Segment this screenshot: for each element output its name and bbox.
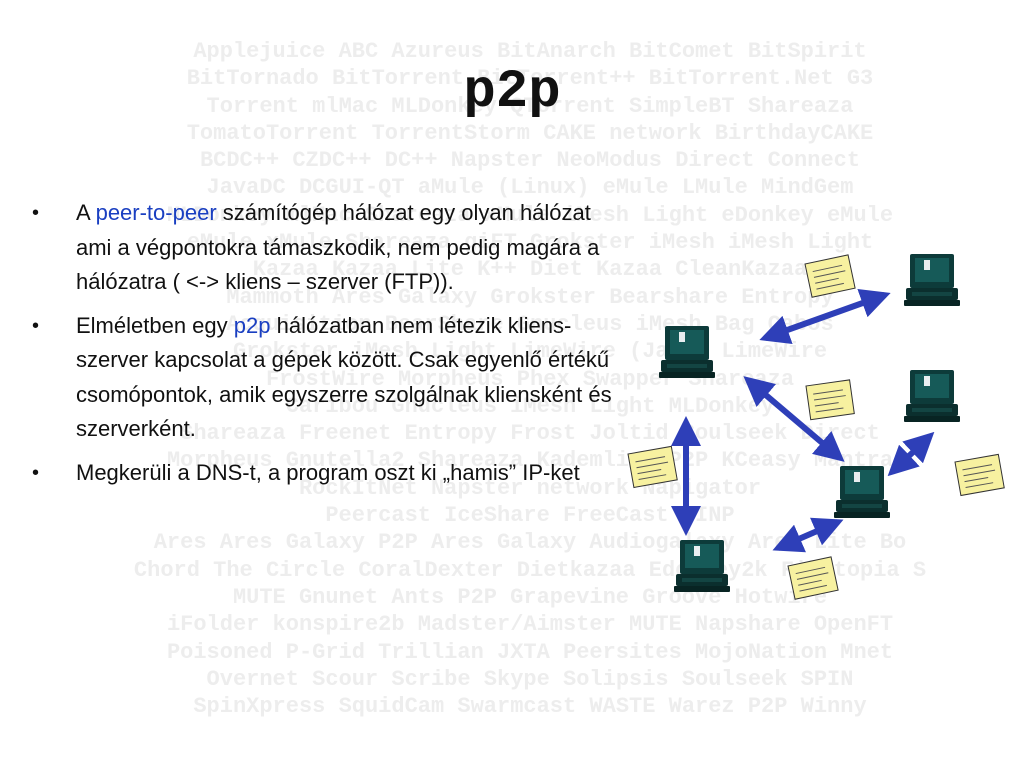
- watermark-line: BitTornado BitTorrent BitTorrent++ BitTo…: [186, 66, 874, 92]
- slide-title: p2p: [463, 62, 561, 123]
- bullet-item: • Elméletben egy p2p hálózatban nem léte…: [30, 309, 620, 447]
- watermark-line: Applejuice ABC Azureus BitAnarch BitCome…: [193, 39, 867, 64]
- bullet-highlight: p2p: [233, 312, 271, 338]
- bullet-list: • A peer-to-peer számítógép hálózat egy …: [30, 196, 620, 499]
- file-note-icon: [787, 556, 839, 600]
- watermark-line: Poisoned P-Grid Trillian JXTA Peersites …: [166, 639, 894, 665]
- bullet-text: A: [76, 200, 96, 225]
- desktop-computer-icon: [659, 326, 715, 378]
- watermark-line: JavaDC DCGUI-QT aMule (Linux) eMule LMul…: [206, 175, 854, 201]
- bullet-text: Megkerüli a DNS-t, a program oszt ki „ha…: [76, 459, 580, 485]
- bullet-marker: •: [32, 202, 40, 224]
- watermark-line: eMule xMule Shareaza giFT Grokster iMesh…: [186, 230, 874, 256]
- background-client-list: Applejuice ABC Azureus BitAnarch BitCome…: [40, 38, 1020, 720]
- watermark-line: MLDonkey mlMac Shareaza xMule iMesh Ligh…: [166, 202, 894, 228]
- desktop-computer-icon: [904, 370, 960, 422]
- connection-arrow: [743, 376, 845, 462]
- file-note-icon: [804, 254, 856, 298]
- connection-arrow: [772, 517, 844, 553]
- watermark-line: Caribou Gnucleus iMesh Light MLDonkey: [285, 393, 775, 419]
- bullet-text: számítógép hálózat egy olyan hálózat ami…: [76, 200, 600, 294]
- connection-arrow: [759, 288, 891, 345]
- desktop-computer-icon: [834, 466, 890, 518]
- desktop-computer-icon: [904, 254, 960, 306]
- watermark-line: Overnet Scour Scribe Skype Solipsis Soul…: [206, 666, 854, 692]
- watermark-line: Grokster iMesh Light LimeWire (Java) Lim…: [232, 339, 828, 365]
- bullet-text: Elméletben egy: [76, 312, 234, 338]
- connection-arrow: [887, 431, 935, 477]
- watermark-line: BCDC++ CZDC++ DC++ Napster NeoModus Dire…: [199, 148, 861, 174]
- bullet-item: • A peer-to-peer számítógép hálózat egy …: [30, 196, 620, 300]
- file-note-icon: [805, 379, 855, 421]
- bullet-item: • Megkerüli a DNS-t, a program oszt ki „…: [30, 456, 620, 491]
- watermark-line: TomatoTorrent TorrentStorm CAKE network …: [186, 120, 874, 146]
- bullet-highlight: peer-to-peer: [95, 200, 217, 225]
- watermark-line: iFolder konspire2b Madster/Aimster MUTE …: [166, 612, 894, 638]
- file-note-icon: [954, 453, 1005, 496]
- bullet-marker: •: [32, 461, 40, 484]
- watermark-line: Torrent mlMac MLDonkey QTorrent SimpleBT…: [206, 93, 854, 119]
- p2p-network-diagram: [627, 254, 1005, 600]
- desktop-computer-icon: [674, 540, 730, 592]
- watermark-line: Kazaa Kazaa Lite K++ Diet Kazaa CleanKaz…: [252, 257, 808, 283]
- watermark-line: Mammoth Ares Galaxy Grokster Bearshare E…: [226, 284, 834, 310]
- watermark-line: Acquisition BearShare Gnucleus iMesh Bag…: [226, 311, 834, 337]
- watermark-line: SpinXpress SquidCam Swarmcast WASTE Ware…: [193, 694, 867, 720]
- bullet-text: hálózatban nem létezik kliens-szerver ka…: [76, 312, 612, 442]
- file-note-icon: [627, 445, 678, 488]
- watermark-line: Peercast IceShare FreeCast WINP: [325, 503, 735, 529]
- bullet-marker: •: [32, 314, 40, 337]
